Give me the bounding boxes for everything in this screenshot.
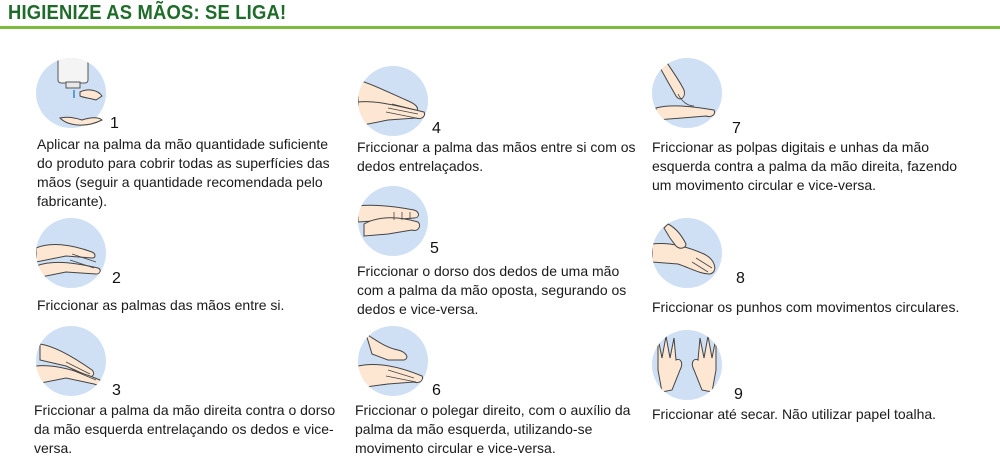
step-text: Friccionar o dorso dos dedos de uma mão …	[357, 263, 627, 317]
fingers-back-icon	[358, 186, 428, 256]
step-number: 3	[112, 382, 121, 399]
step-number: 6	[432, 382, 441, 399]
interlaced-fingers-icon	[358, 66, 428, 136]
title-divider	[0, 26, 1000, 29]
step-number: 5	[430, 240, 439, 257]
palm-over-back-icon	[36, 326, 106, 396]
open-hands-icon	[652, 330, 722, 400]
thumb-rotation-icon	[358, 326, 428, 396]
step-text: Friccionar as polpas digitais e unhas da…	[652, 139, 958, 193]
fingertips-icon	[652, 58, 722, 128]
step-number: 9	[734, 386, 743, 403]
step-text: Aplicar na palma da mão quantidade sufic…	[37, 136, 330, 209]
step-number: 8	[736, 270, 745, 287]
step-text: Friccionar até secar. Não utilizar papel…	[652, 406, 937, 422]
receiving-hand-icon	[59, 116, 103, 126]
step-text: Friccionar o polegar direito, com o auxí…	[355, 402, 631, 456]
dispenser-hand-icon	[36, 58, 106, 128]
step-text: Friccionar as palmas das mãos entre si.	[37, 297, 285, 313]
step-text: Friccionar a palma da mão direita contra…	[34, 402, 336, 456]
step-number: 2	[112, 270, 121, 287]
step-number: 1	[110, 115, 119, 132]
step-number: 7	[732, 120, 741, 137]
palms-rubbing-icon	[36, 218, 106, 288]
step-text: Friccionar os punhos com movimentos circ…	[652, 299, 960, 315]
page-title: HIGIENIZE AS MÃOS: SE LIGA!	[8, 2, 287, 24]
step-number: 4	[432, 120, 441, 137]
step-text: Friccionar a palma das mãos entre si com…	[357, 139, 636, 174]
wrist-rubbing-icon	[652, 218, 722, 288]
